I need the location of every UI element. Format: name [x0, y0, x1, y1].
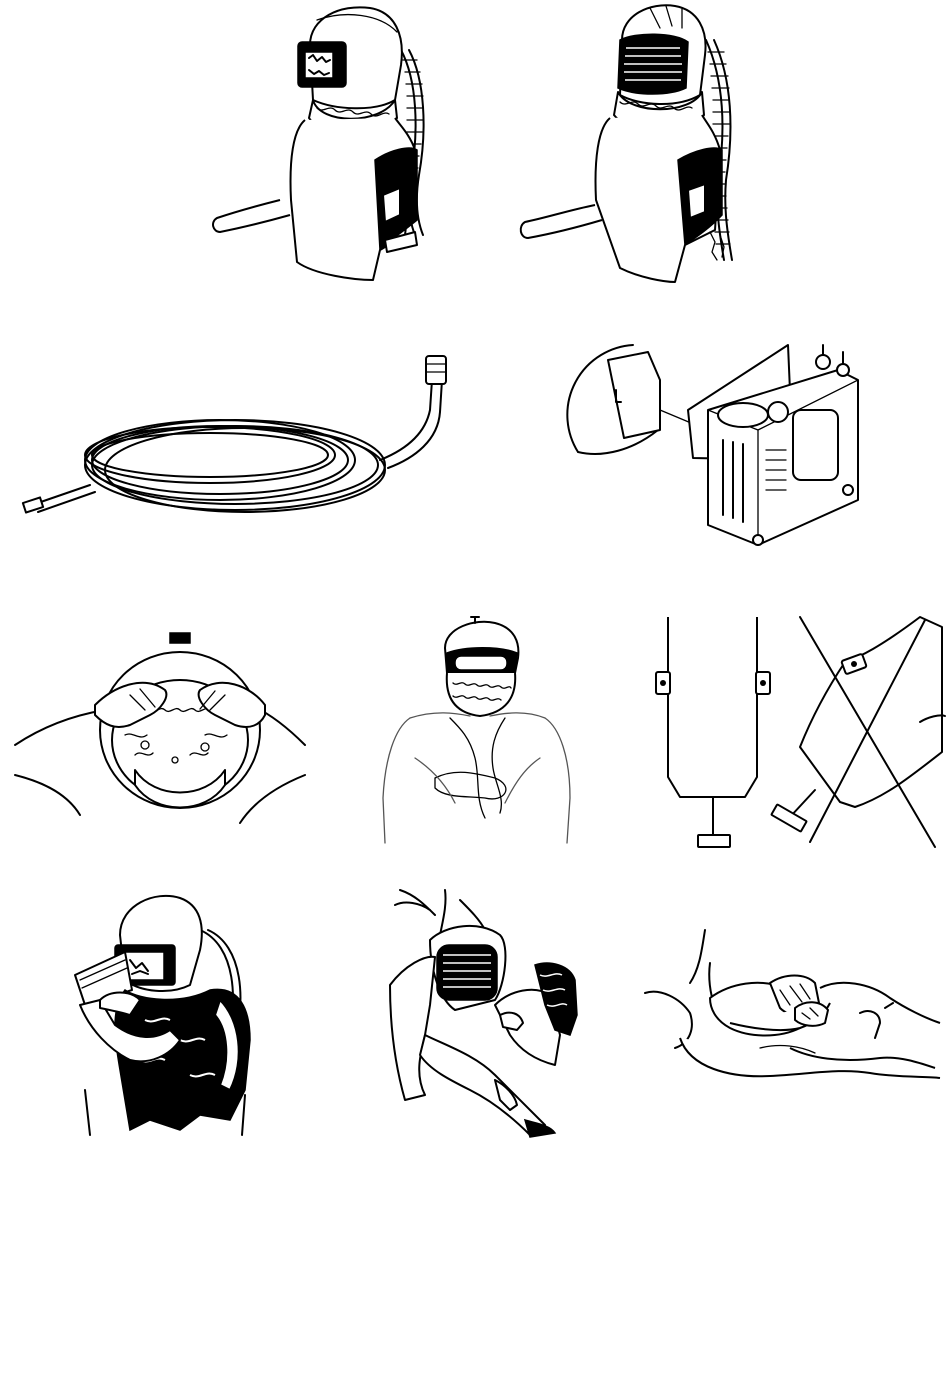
- person-changing-lens-figure: [70, 890, 255, 1135]
- person-adjusting-bib-icon: [375, 618, 575, 843]
- blast-helmet-icon: [510, 0, 750, 285]
- helmet-with-window-figure: [205, 0, 445, 285]
- hands-folding-cape-figure: [640, 928, 945, 1098]
- cape-hanging-icon: [650, 612, 945, 852]
- coiled-hose-icon: [20, 350, 450, 540]
- person-donning-cape-figure: [385, 885, 585, 1140]
- helmet-inner-view-figure: [15, 625, 310, 825]
- helmet-with-screen-figure: [510, 0, 750, 285]
- air-filter-unit-icon: [548, 340, 868, 555]
- hands-folding-cape-icon: [640, 928, 945, 1098]
- cape-hanging-figure: [650, 612, 945, 852]
- helmet-inner-view-icon: [15, 625, 310, 825]
- coiled-air-hose-figure: [20, 350, 450, 540]
- blast-helmet-icon: [205, 0, 445, 285]
- person-changing-lens-icon: [70, 890, 255, 1135]
- air-filter-unit-figure: [548, 340, 868, 555]
- person-donning-cape-icon: [385, 885, 585, 1140]
- person-adjusting-bib-figure: [375, 618, 575, 843]
